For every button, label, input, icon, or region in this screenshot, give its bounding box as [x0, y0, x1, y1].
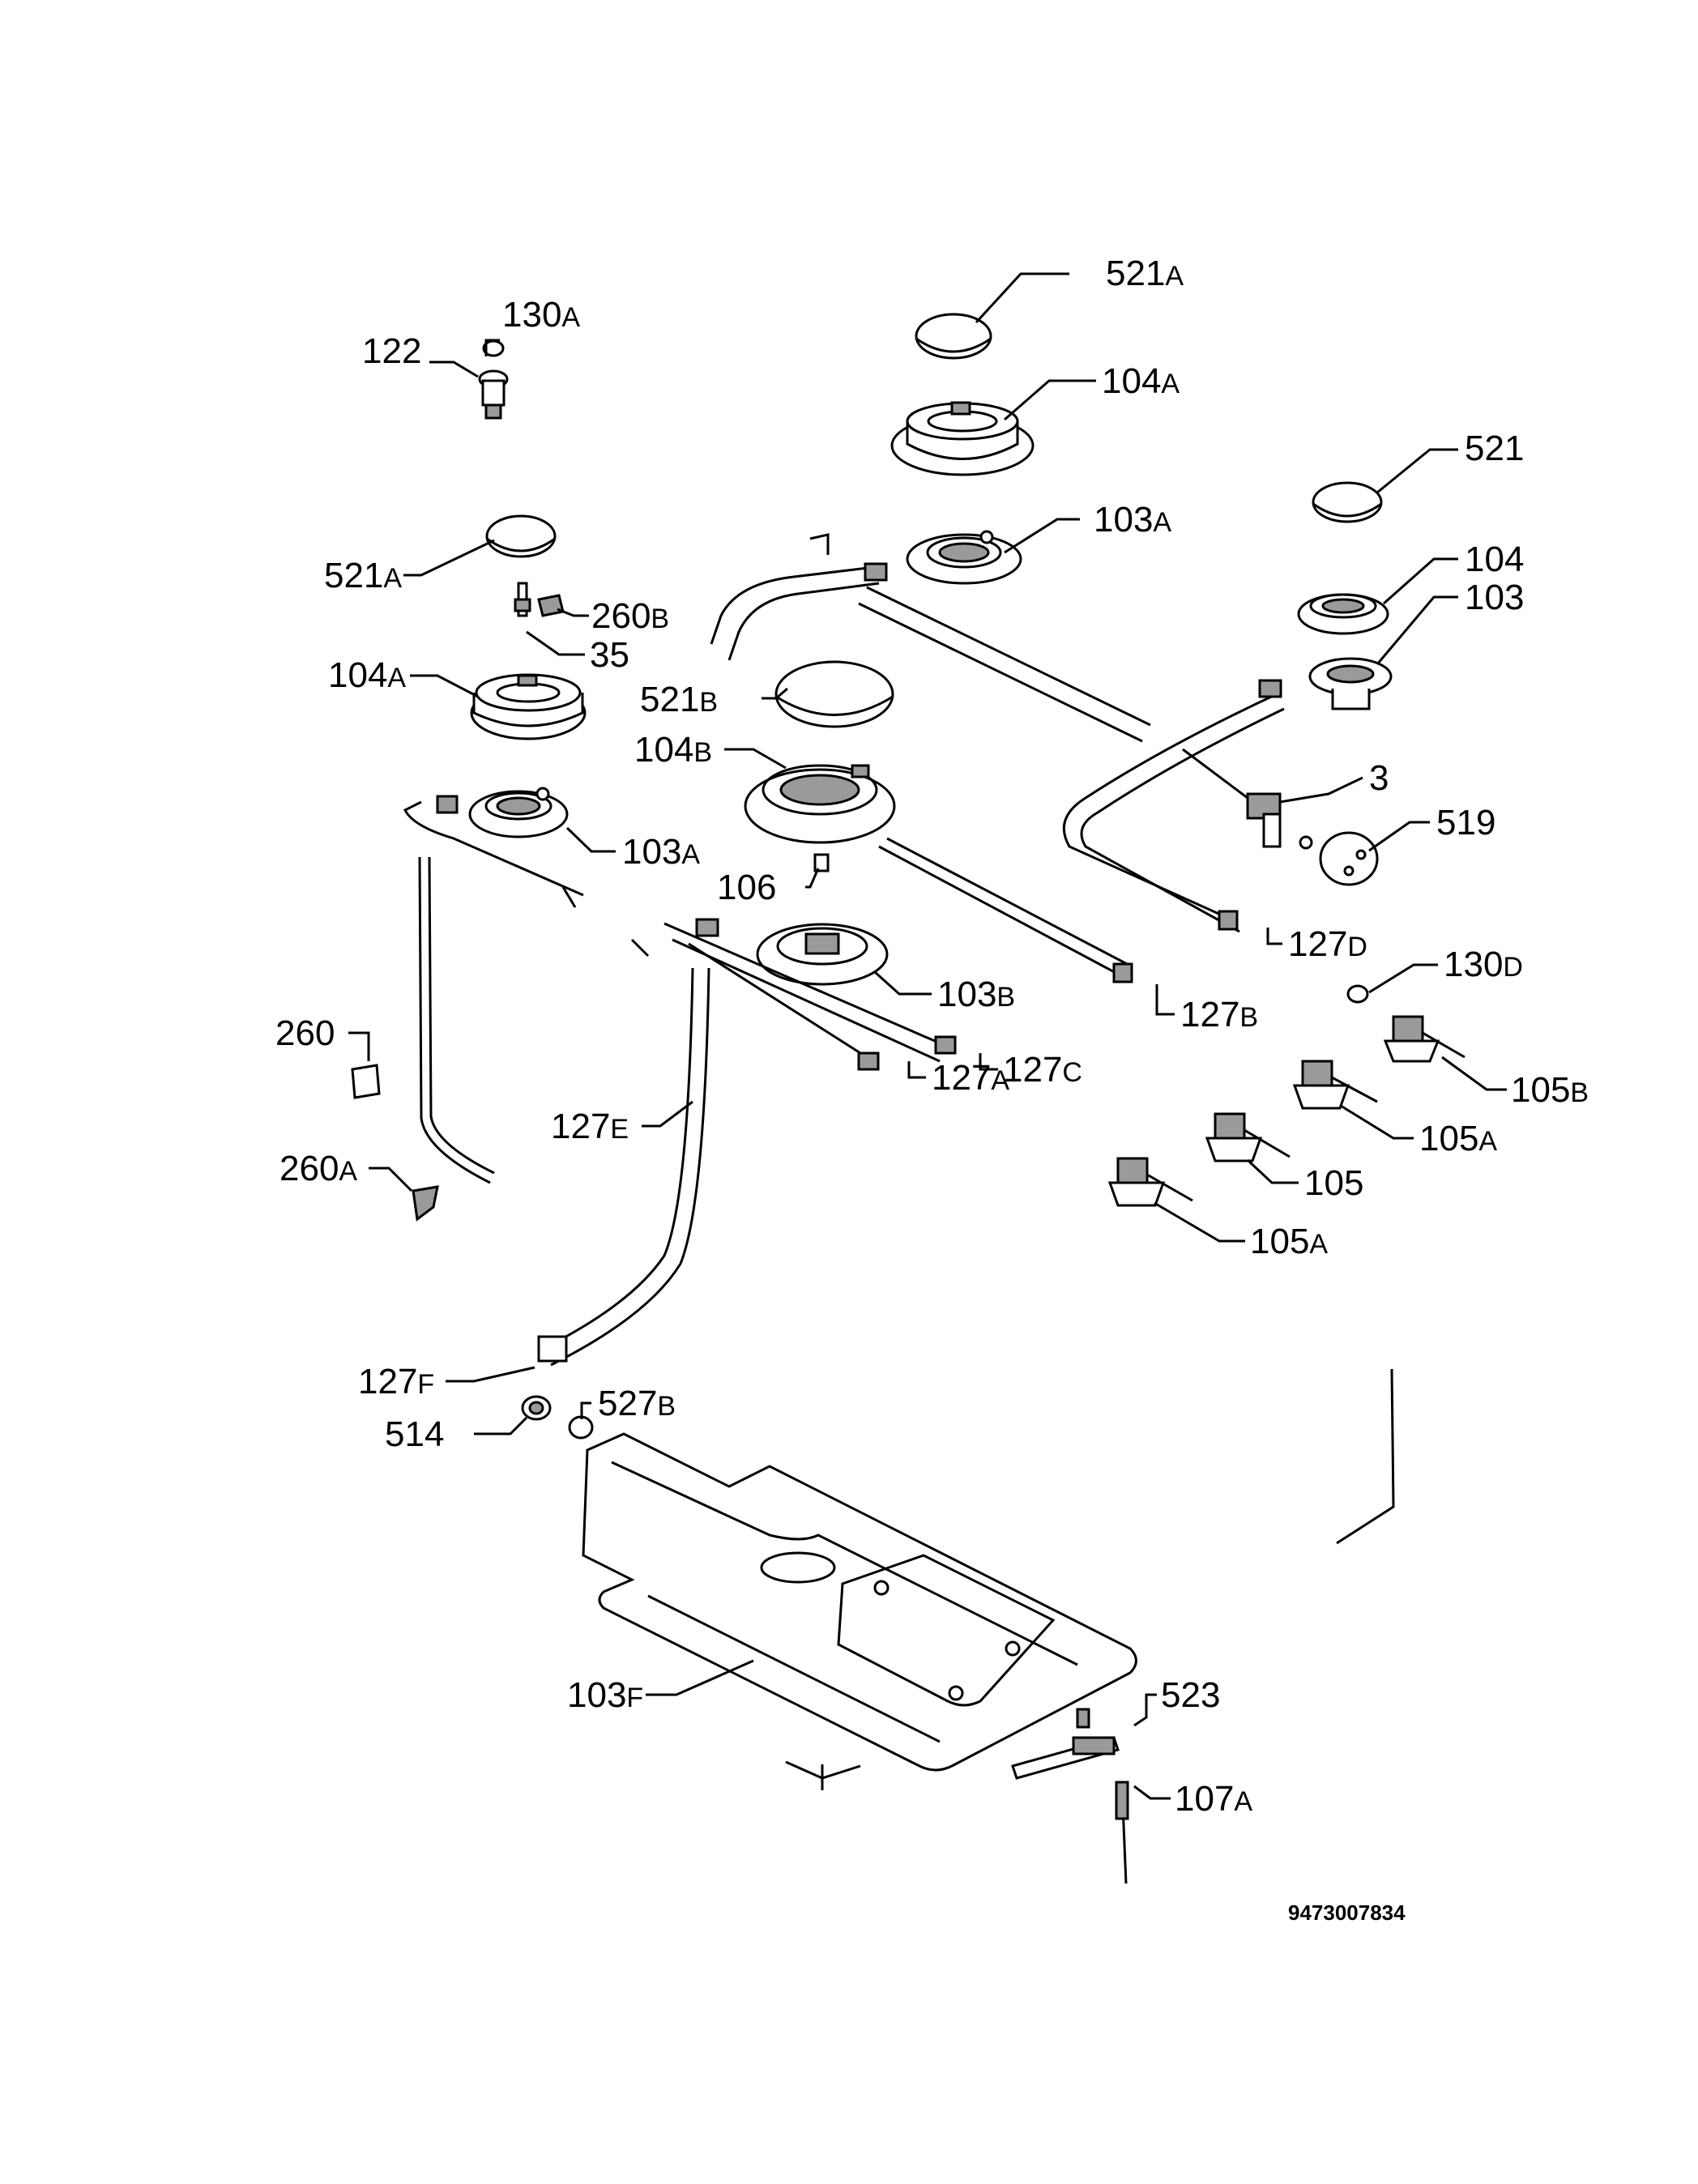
label-107a: 107A [1175, 1779, 1252, 1819]
burner-cap-521a-top [915, 313, 992, 360]
clip-260 [351, 1064, 381, 1099]
connector-514 [521, 1395, 552, 1421]
label-105a-1: 105A [1419, 1119, 1497, 1158]
label-127a: 127A [932, 1058, 1009, 1098]
tray-103f [582, 1432, 1137, 1772]
label-130d: 130D [1444, 945, 1523, 984]
label-521: 521 [1465, 429, 1524, 468]
pipe-fittings [436, 562, 1282, 1363]
part-labels: 521A 104A 521 103A 104 103 130A 122 521A… [275, 254, 1589, 1819]
label-521a-left: 521A [324, 556, 402, 595]
plate-519 [1319, 831, 1379, 886]
label-260b: 260B [591, 596, 669, 636]
label-527b: 527B [598, 1384, 676, 1423]
label-104a-top: 104A [1102, 361, 1180, 401]
label-35: 35 [590, 635, 629, 675]
burner-crown-104 [1297, 593, 1389, 635]
clip-260b [537, 594, 565, 617]
label-104: 104 [1465, 540, 1524, 579]
label-3: 3 [1369, 758, 1389, 798]
nut-130d [1346, 984, 1369, 1004]
leader-lines [348, 272, 1507, 1800]
label-105: 105 [1304, 1163, 1363, 1203]
label-521b: 521B [640, 680, 718, 719]
spark-plug-35 [514, 582, 531, 617]
thermocouple-107a [1115, 1781, 1129, 1884]
burner-cap-521a-left [485, 514, 557, 558]
label-130a: 130A [502, 295, 580, 335]
burner-crown-104b [744, 764, 896, 844]
valve-105 [1205, 1112, 1291, 1162]
label-104b: 104B [634, 730, 712, 770]
label-105b: 105B [1511, 1070, 1589, 1110]
burner-base-103a-top [906, 530, 1022, 585]
label-103f: 103F [567, 1675, 643, 1715]
injector-106 [813, 853, 830, 872]
burner-crown-104a-left [470, 673, 587, 740]
label-103a-left: 103A [622, 832, 700, 872]
label-260: 260 [275, 1013, 335, 1053]
label-260a: 260A [279, 1149, 357, 1188]
document-number: 9473007834 [1288, 1900, 1406, 1925]
burner-base-103b [756, 923, 889, 986]
burner-cap-521b [774, 660, 894, 728]
label-127f: 127F [358, 1362, 434, 1401]
label-127e: 127E [551, 1107, 629, 1146]
label-103b: 103B [937, 975, 1015, 1014]
label-106: 106 [717, 868, 776, 907]
thermocouple-3 [1182, 748, 1313, 850]
cut-marks [785, 1368, 1395, 1790]
label-103a-top: 103A [1094, 500, 1171, 540]
burner-cap-521 [1312, 481, 1383, 523]
label-104a-left: 104A [328, 655, 406, 695]
burner-base-103a-left [468, 787, 569, 838]
label-523: 523 [1161, 1675, 1220, 1715]
burner-base-103 [1308, 657, 1393, 710]
valve-105b [1383, 1015, 1465, 1063]
label-514: 514 [385, 1414, 444, 1454]
label-127d: 127D [1288, 924, 1367, 964]
nut-527b [568, 1415, 594, 1440]
label-105a-2: 105A [1250, 1222, 1328, 1261]
gas-pipes [403, 533, 1285, 1367]
injector-122 [478, 369, 509, 420]
label-521a-top: 521A [1106, 254, 1184, 293]
label-127c: 127C [1003, 1050, 1082, 1090]
label-519: 519 [1436, 803, 1495, 842]
valve-105a-2 [1107, 1157, 1193, 1207]
valve-105a-1 [1292, 1060, 1378, 1110]
clip-260a [412, 1185, 439, 1222]
label-103: 103 [1465, 578, 1524, 617]
bracket-523 [1011, 1708, 1120, 1780]
label-127b: 127B [1180, 995, 1258, 1034]
burner-crown-104a-top [890, 401, 1035, 476]
label-122: 122 [362, 331, 421, 371]
